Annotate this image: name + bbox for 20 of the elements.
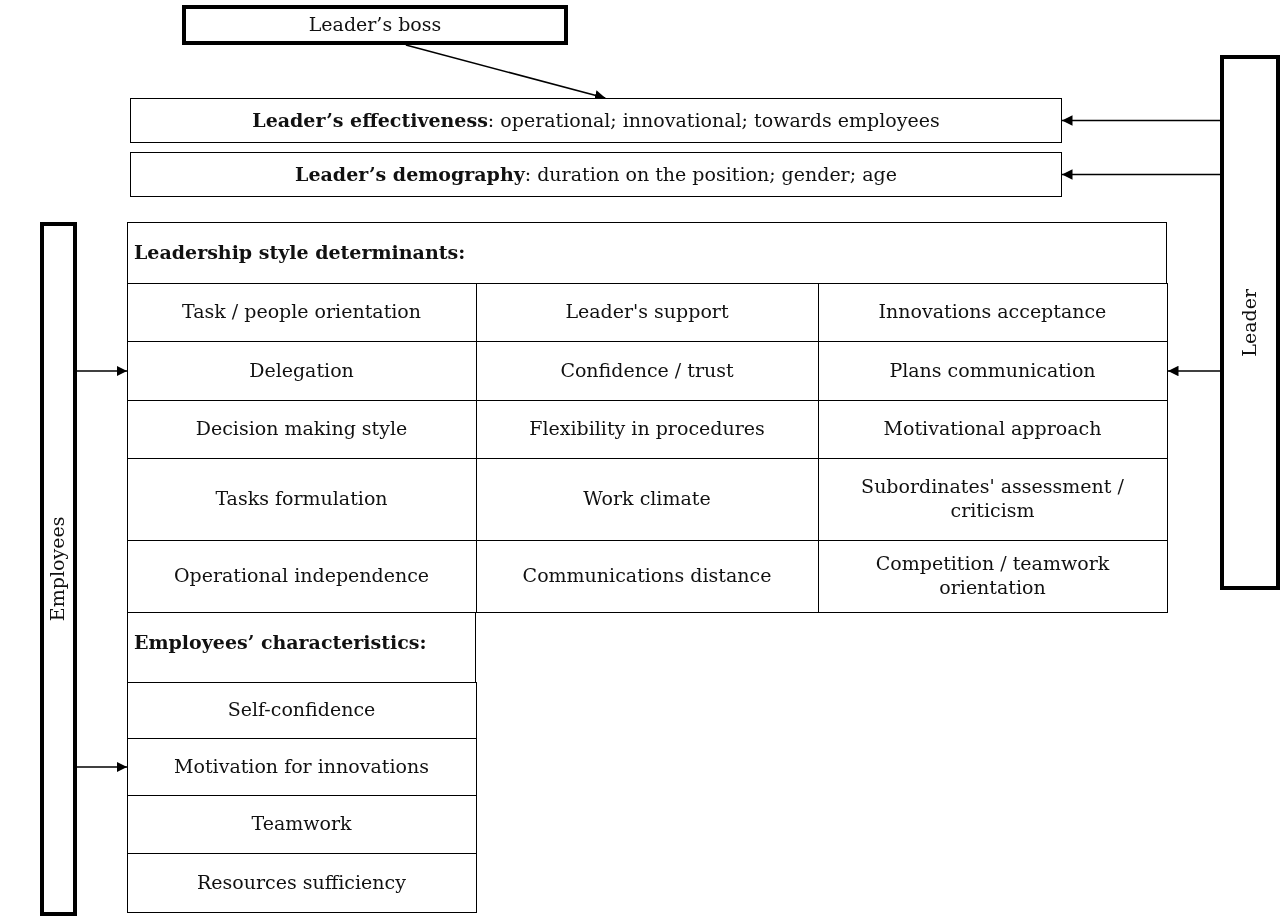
label-box: Leader’s demography: duration on the position; gender; age [130,152,1062,197]
side-box [40,222,77,916]
table-heading: Leadership style determinants: [134,240,466,266]
vertical-label: Leader [1238,288,1262,357]
table-cell: Resources sufficiency [126,852,477,913]
table-cell: Self-confidence [126,681,477,739]
side-box [1220,55,1280,590]
table [127,222,1167,612]
label-box: Leader’s boss [182,5,568,45]
arrow [1167,365,1221,377]
label-box: Leader’s effectiveness: operational; innovational; towards employees [130,98,1062,143]
table-cell: Competition / teamwork orientation [817,539,1168,613]
arrow [1061,115,1221,126]
arrow [76,365,128,377]
table-cell: Innovations acceptance [817,282,1168,342]
arrow [76,761,128,773]
arrow [1061,169,1221,180]
table [127,612,476,912]
table-heading: Employees’ characteristics: [134,630,427,656]
vertical-label: Employees [46,516,70,622]
